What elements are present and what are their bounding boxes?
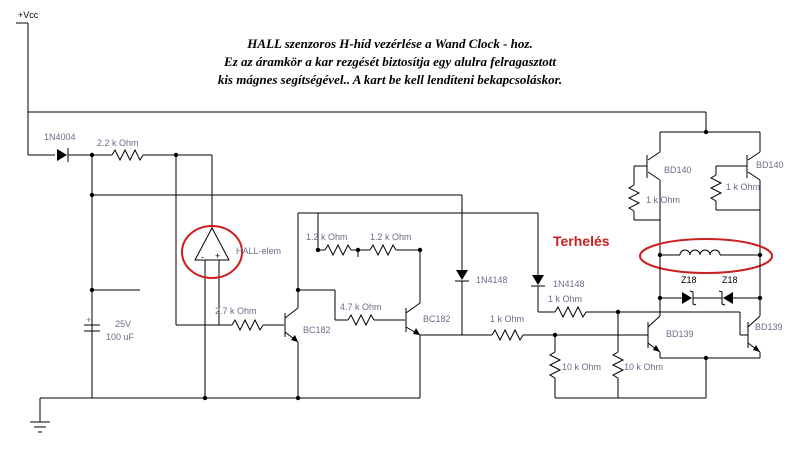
load-inductor [639, 238, 773, 274]
zener-z18-right-label: Z18 [722, 275, 738, 285]
bc182-a-label: BC182 [303, 325, 331, 335]
title-line-2: Ez az áramkör a kar rezgését biztosítja … [224, 54, 556, 69]
diode-1n4004 [57, 148, 92, 162]
transistor-bd140-left [634, 151, 661, 255]
zener-z18-left-label: Z18 [681, 275, 697, 285]
transistor-bc182-b [405, 302, 421, 336]
resistor-4-7k [334, 290, 405, 327]
resistor-1-2k-a [318, 243, 370, 257]
capacitor-100uf [84, 290, 100, 332]
transistor-bd139-left [640, 312, 760, 359]
resistor-10k-a [548, 335, 562, 398]
resistor-2-7k-label: 2.7 k Ohm [215, 306, 257, 316]
bd140-left-label: BD140 [664, 165, 692, 175]
bd139-left-label: BD139 [666, 329, 694, 339]
zener-z18-right [712, 290, 760, 306]
transistor-bd140-right [716, 151, 761, 255]
resistor-2-2k [92, 148, 212, 162]
resistor-1k-right-label: 1 k Ohm [548, 294, 582, 304]
resistor-1k-top-right [709, 166, 760, 211]
hall-label: HALL-elem [236, 246, 281, 256]
resistor-1k-mid [491, 328, 640, 342]
transistor-bd139-right [739, 312, 761, 358]
resistor-1k-right [554, 305, 740, 319]
vcc-rail [16, 22, 707, 156]
ground-rail [30, 335, 421, 433]
vcc-label: +Vcc [18, 10, 39, 20]
hall-minus-label: - [201, 252, 204, 262]
hall-plus-label: + [215, 251, 220, 261]
resistor-1-2k-a-label: 1.2 k Ohm [306, 232, 348, 242]
resistor-10k-b [611, 312, 625, 398]
diode-1n4148-b [531, 213, 555, 313]
hall-sensor [181, 225, 243, 392]
load-label: Terhelés [553, 233, 610, 249]
capacitor-voltage-label: 25V [115, 319, 131, 329]
hall-highlight-circle [181, 225, 243, 279]
title-line-1: HALL szenzoros H-híd vezérlése a Wand Cl… [247, 36, 533, 51]
resistor-1k-top-left-label: 1 k Ohm [646, 195, 680, 205]
bd140-right-label: BD140 [756, 160, 784, 170]
resistor-1k-top-left [627, 166, 660, 221]
resistor-1k-mid-label: 1 k Ohm [490, 314, 524, 324]
resistor-10k-a-label: 10 k Ohm [562, 362, 601, 372]
resistor-1-2k-b-label: 1.2 k Ohm [370, 232, 412, 242]
resistor-4-7k-label: 4.7 k Ohm [340, 302, 382, 312]
transistor-bc182-a [284, 290, 299, 398]
bd139-right-label: BD139 [755, 322, 783, 332]
resistor-1k-top-right-label: 1 k Ohm [726, 182, 760, 192]
bc182-b-label: BC182 [423, 314, 451, 324]
diode-1n4148-b-label: 1N4148 [553, 279, 585, 289]
zener-z18-left [660, 290, 712, 306]
capacitor-value-label: 100 uF [106, 332, 135, 342]
resistor-1-2k-b [369, 243, 420, 257]
title-line-3: kis mágnes segítségével.. A kart be kell… [217, 72, 563, 87]
capacitor-plus-label: + [86, 315, 91, 325]
resistor-10k-b-label: 10 k Ohm [624, 362, 663, 372]
diode-1n4148-a [420, 195, 492, 336]
resistor-2-2k-label: 2.2 k Ohm [97, 138, 139, 148]
diode-1n4004-label: 1N4004 [44, 132, 76, 142]
diode-1n4148-a-label: 1N4148 [476, 275, 508, 285]
load-highlight-circle [639, 238, 773, 274]
resistor-2-7k [219, 318, 284, 332]
